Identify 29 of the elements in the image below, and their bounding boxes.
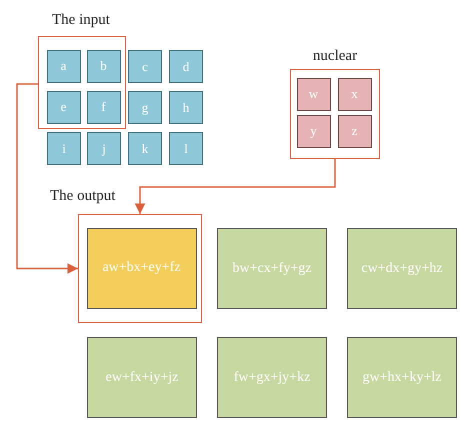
input-cell: f xyxy=(86,90,120,124)
input-cell: h xyxy=(169,91,203,124)
kernel-cell: x xyxy=(338,78,372,110)
input-cell: k xyxy=(128,132,162,165)
arrow xyxy=(134,159,336,214)
input-cell: a xyxy=(46,50,80,82)
section-heading: The input xyxy=(52,12,110,29)
input-cell: b xyxy=(86,50,120,82)
input-cell: e xyxy=(46,90,80,124)
kernel-cell: z xyxy=(338,114,372,148)
input-cell: i xyxy=(47,132,81,165)
kernel-cell: w xyxy=(296,78,330,110)
kernel-cell: y xyxy=(296,114,330,148)
arrow xyxy=(16,83,78,274)
output-cell: ew+fx+iy+jz xyxy=(87,337,197,418)
input-cell: l xyxy=(169,132,203,165)
highlight-frame xyxy=(78,214,202,323)
input-cell: j xyxy=(87,132,121,165)
input-cell: g xyxy=(128,91,162,124)
output-cell: fw+gx+jy+kz xyxy=(217,337,327,418)
output-cell: aw+bx+ey+fz xyxy=(86,228,196,308)
output-cell: bw+cx+fy+gz xyxy=(217,228,327,309)
output-cell: gw+hx+ky+lz xyxy=(347,337,457,418)
input-cell: d xyxy=(169,50,203,83)
highlight-frame xyxy=(38,36,126,129)
input-cell: c xyxy=(128,50,162,83)
output-cell: cw+dx+gy+hz xyxy=(347,228,457,309)
kernel-title: nuclear xyxy=(312,48,358,65)
section-heading: The output xyxy=(50,188,116,205)
